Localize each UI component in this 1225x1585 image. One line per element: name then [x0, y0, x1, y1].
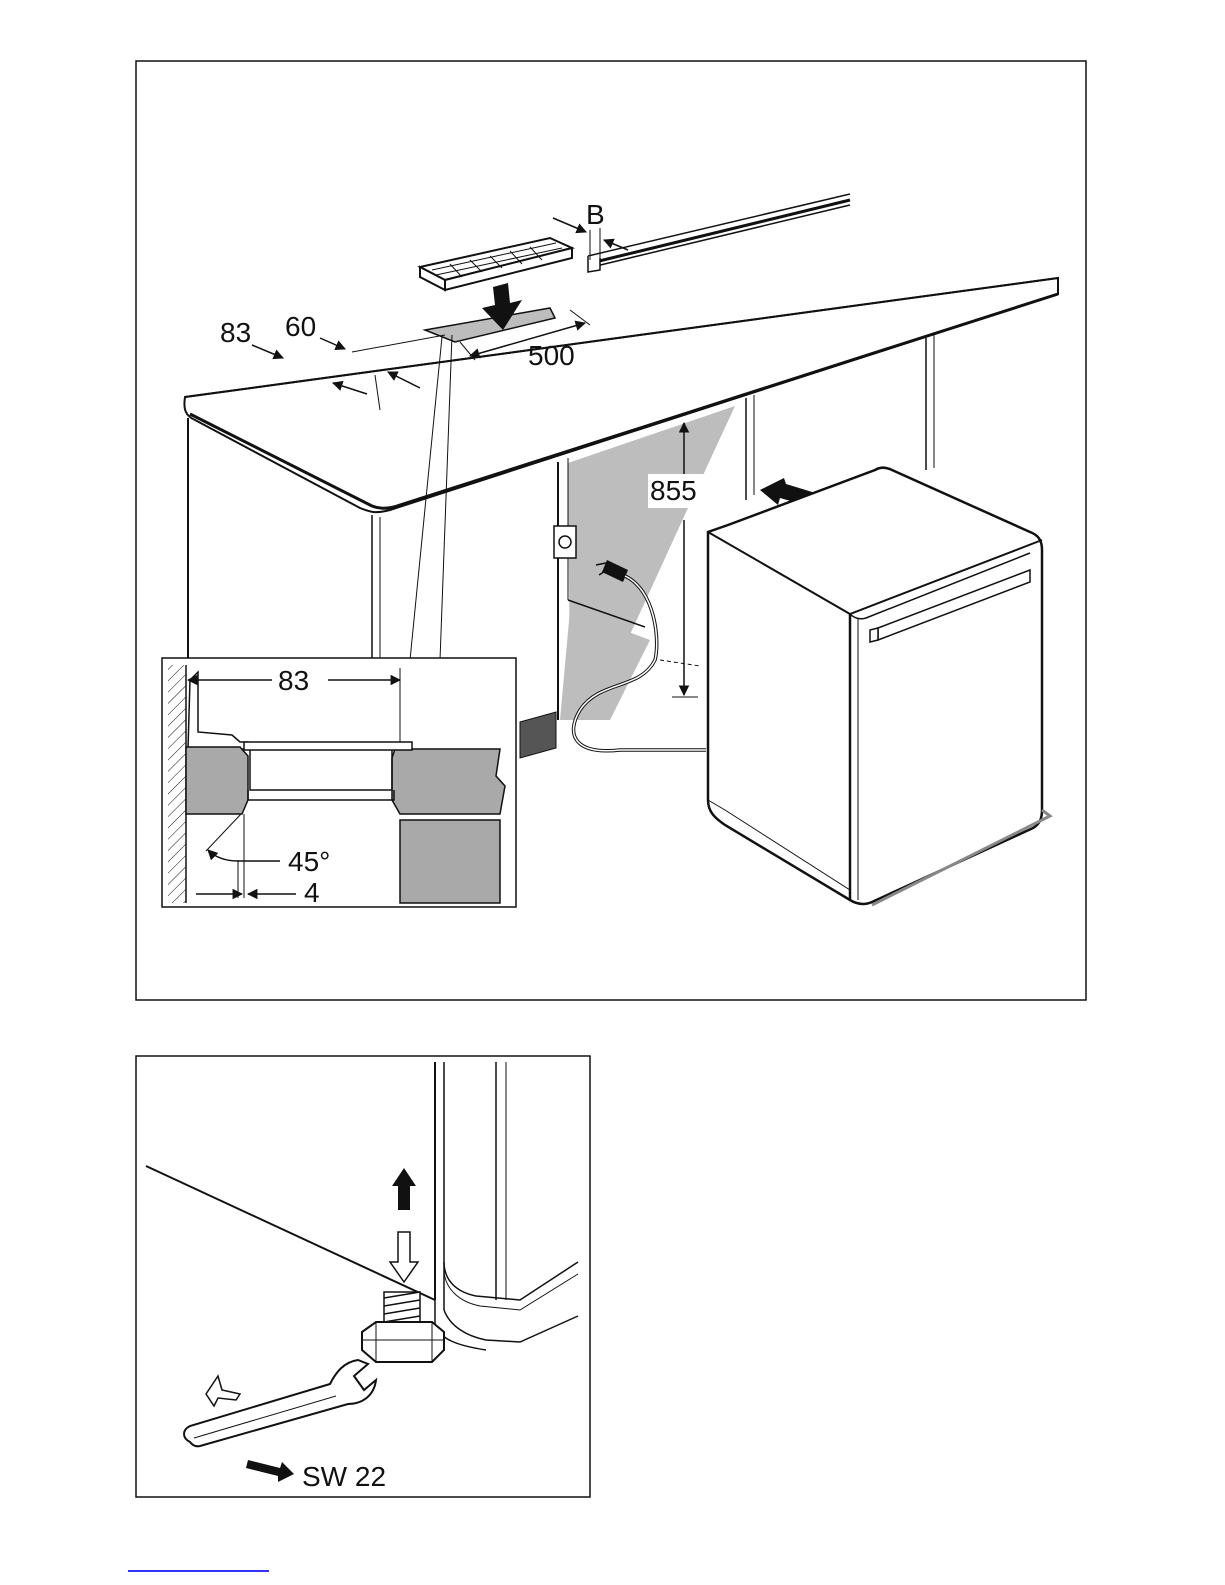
inset-detail: 83 45° 4 — [162, 658, 516, 908]
rail-b — [588, 194, 850, 272]
inset-dimension-4-label: 4 — [304, 877, 320, 908]
top-figure: B 83 60 500 85 — [136, 61, 1086, 1000]
page-footer-link[interactable] — [128, 1570, 269, 1572]
wrench-size-label: SW 22 — [302, 1461, 386, 1492]
dimension-500-label: 500 — [528, 340, 575, 371]
turn-arrow-solid — [246, 1460, 294, 1482]
lower-arrow — [390, 1232, 418, 1282]
raise-arrow — [392, 1168, 416, 1210]
inset-dimension-83-label: 83 — [278, 665, 309, 696]
dimension-855-label: 855 — [650, 475, 697, 506]
adjustable-foot — [362, 1292, 444, 1362]
dimension-83-label: 83 — [220, 317, 251, 348]
inset-angle-label: 45° — [288, 846, 330, 877]
appliance-base — [146, 1062, 578, 1350]
socket — [554, 526, 576, 558]
turn-arrow-outline — [206, 1376, 240, 1406]
appliance — [708, 468, 1050, 905]
dimension-83-top: 83 — [220, 317, 283, 358]
dimension-60-label: 60 — [285, 311, 316, 342]
niche-floor-shade — [560, 610, 650, 720]
dimension-b-label: B — [586, 199, 605, 230]
vent-grille — [420, 238, 572, 290]
bottom-figure: SW 22 — [136, 1056, 590, 1497]
